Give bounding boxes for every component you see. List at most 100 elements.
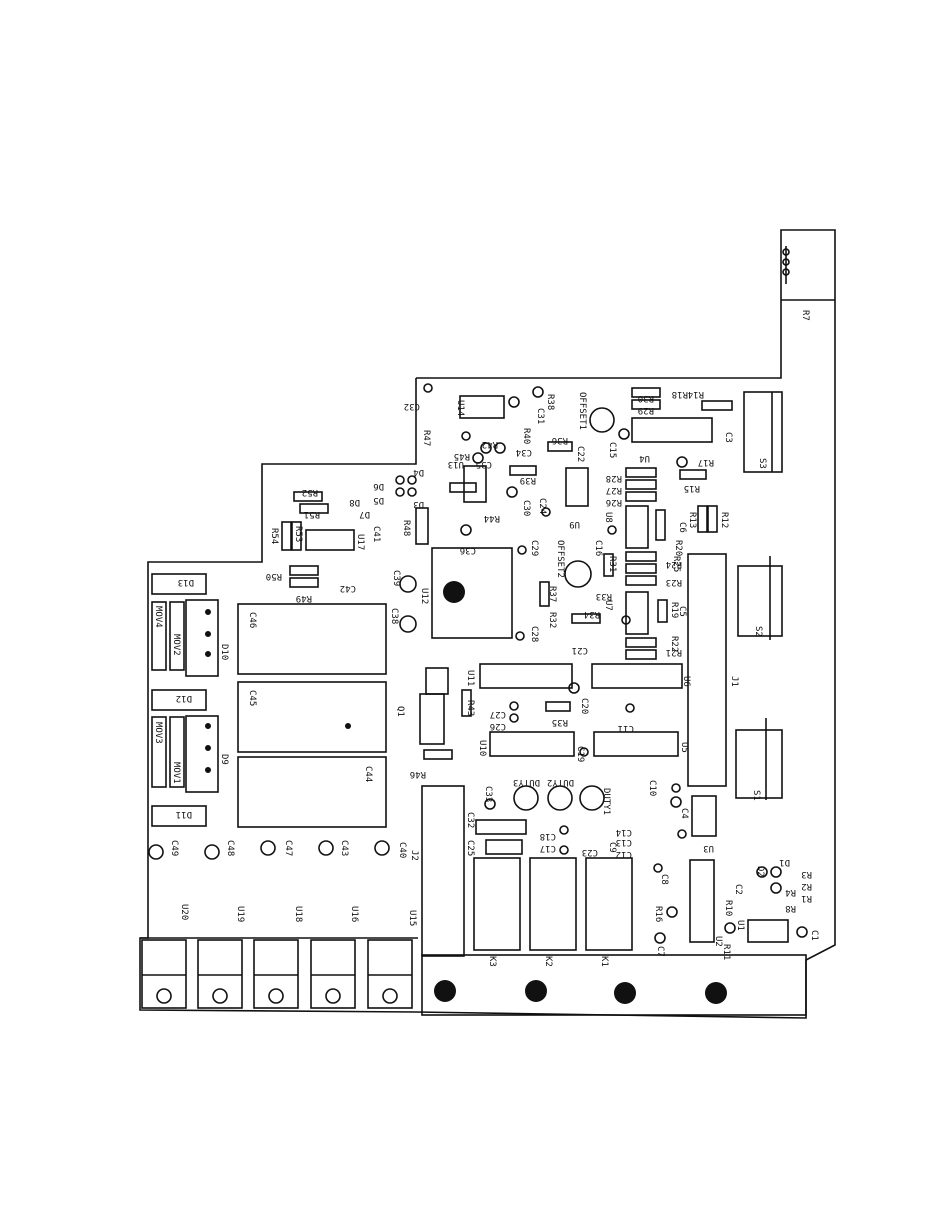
label-r42: R42 [482,439,498,449]
label-u15: U15 [407,910,417,926]
label-c7: C7 [655,946,665,957]
label-r20: R20 [673,540,683,556]
label-c33: C33 [483,786,493,802]
label-r11: R11 [721,944,731,960]
label-c23: C23 [582,847,598,857]
label-u18: U18 [293,906,303,922]
label-c29: C29 [529,540,539,556]
mounting-holes [205,581,727,1004]
label-mov3: MOV3 [153,722,163,744]
label-c41: C41 [371,526,381,542]
label-r52: R52 [302,487,318,497]
label-c10: C10 [647,780,657,796]
diode-d13 [151,573,207,595]
diode-d12 [151,689,207,711]
label-r34: R34 [584,609,600,619]
label-r45: R45 [454,451,470,461]
label-d8: D8 [349,497,360,507]
regulator-body [197,939,243,1009]
label-u14: U14 [455,400,465,416]
label-c22: C22 [575,446,585,462]
label-r27: R27 [606,485,622,495]
label-offset1: OFFSET1 [577,392,587,430]
diode-d11 [151,805,207,827]
label-r46: R46 [410,769,426,779]
label-offset2: OFFSET2 [555,540,565,578]
connector-j1 [687,553,727,787]
label-mov4: MOV4 [153,606,163,628]
label-u9: U9 [569,519,580,529]
ic-u7 [625,591,649,635]
label-c36: C36 [460,545,476,555]
ic-q1-body [419,693,445,745]
label-c30: C30 [521,500,531,516]
connector-j2 [421,785,465,957]
label-r3: R3 [801,869,812,879]
label-c28: C28 [529,626,539,642]
ic-u10 [489,731,575,757]
label-u11: U11 [465,670,475,686]
bridge-d10 [185,599,219,677]
label-r43: R43 [465,700,475,716]
label-r35: R35 [552,717,568,727]
label-c34: C34 [516,447,532,457]
label-c39: C39 [391,570,401,586]
regulator-body [310,939,356,1009]
label-j2: J2 [409,850,419,861]
label-d6: D6 [373,481,384,491]
label-r7: R7 [800,310,810,321]
label-j1: J1 [729,676,739,687]
label-u3: U3 [703,843,714,853]
label-s2: S2 [753,626,763,637]
regulator-body [367,939,413,1009]
label-c20: C20 [579,698,589,714]
label-r30: R30 [638,393,654,403]
label-c13: C13 [616,837,632,847]
heatsink-connector-strip [421,954,807,1016]
label-d4: D4 [413,467,424,477]
relay-k1 [585,857,633,951]
label-c40: C40 [397,842,407,858]
mov-4 [151,601,167,671]
label-c38: C38 [389,608,399,624]
label-c32: C32 [404,401,420,411]
label-q1: Q1 [395,706,405,717]
connector-s1 [735,729,783,799]
label-r33: R33 [596,591,612,601]
label-u12: U12 [419,588,429,604]
ic-u1 [747,919,789,943]
capacitor-c45 [237,681,387,753]
ic-u2 [689,859,715,943]
label-k3: K3 [487,956,497,967]
label-d2: D2 [755,866,765,877]
label-r53: R53 [293,526,303,542]
regulators [141,939,413,1009]
label-r51: R51 [304,509,320,519]
label-c25: C25 [465,840,475,856]
label-u10: U10 [477,740,487,756]
label-r39: R39 [520,475,536,485]
label-r13: R13 [687,512,697,528]
relay-k3 [473,857,521,951]
label-r10: R10 [723,900,733,916]
label-u16: U16 [349,906,359,922]
label-u17: U17 [355,534,365,550]
label-r40: R40 [521,428,531,444]
connector-s3 [743,391,783,473]
label-c32b: C32 [465,812,475,828]
label-c9: C9 [607,842,617,853]
label-c16: C16 [593,540,603,556]
label-c47: C47 [283,840,293,856]
label-r54: R54 [269,528,279,544]
label-duty3: DUTY3 [513,777,540,787]
ic-u13 [463,465,487,503]
label-r25: R25 [671,556,681,572]
label-u7: U7 [603,600,613,611]
label-r49: R49 [296,593,312,603]
ic-u6 [591,663,683,689]
bridge-d9 [185,715,219,793]
label-c45: C45 [247,690,257,706]
label-c26: C26 [490,721,506,731]
label-r37: R37 [547,586,557,602]
